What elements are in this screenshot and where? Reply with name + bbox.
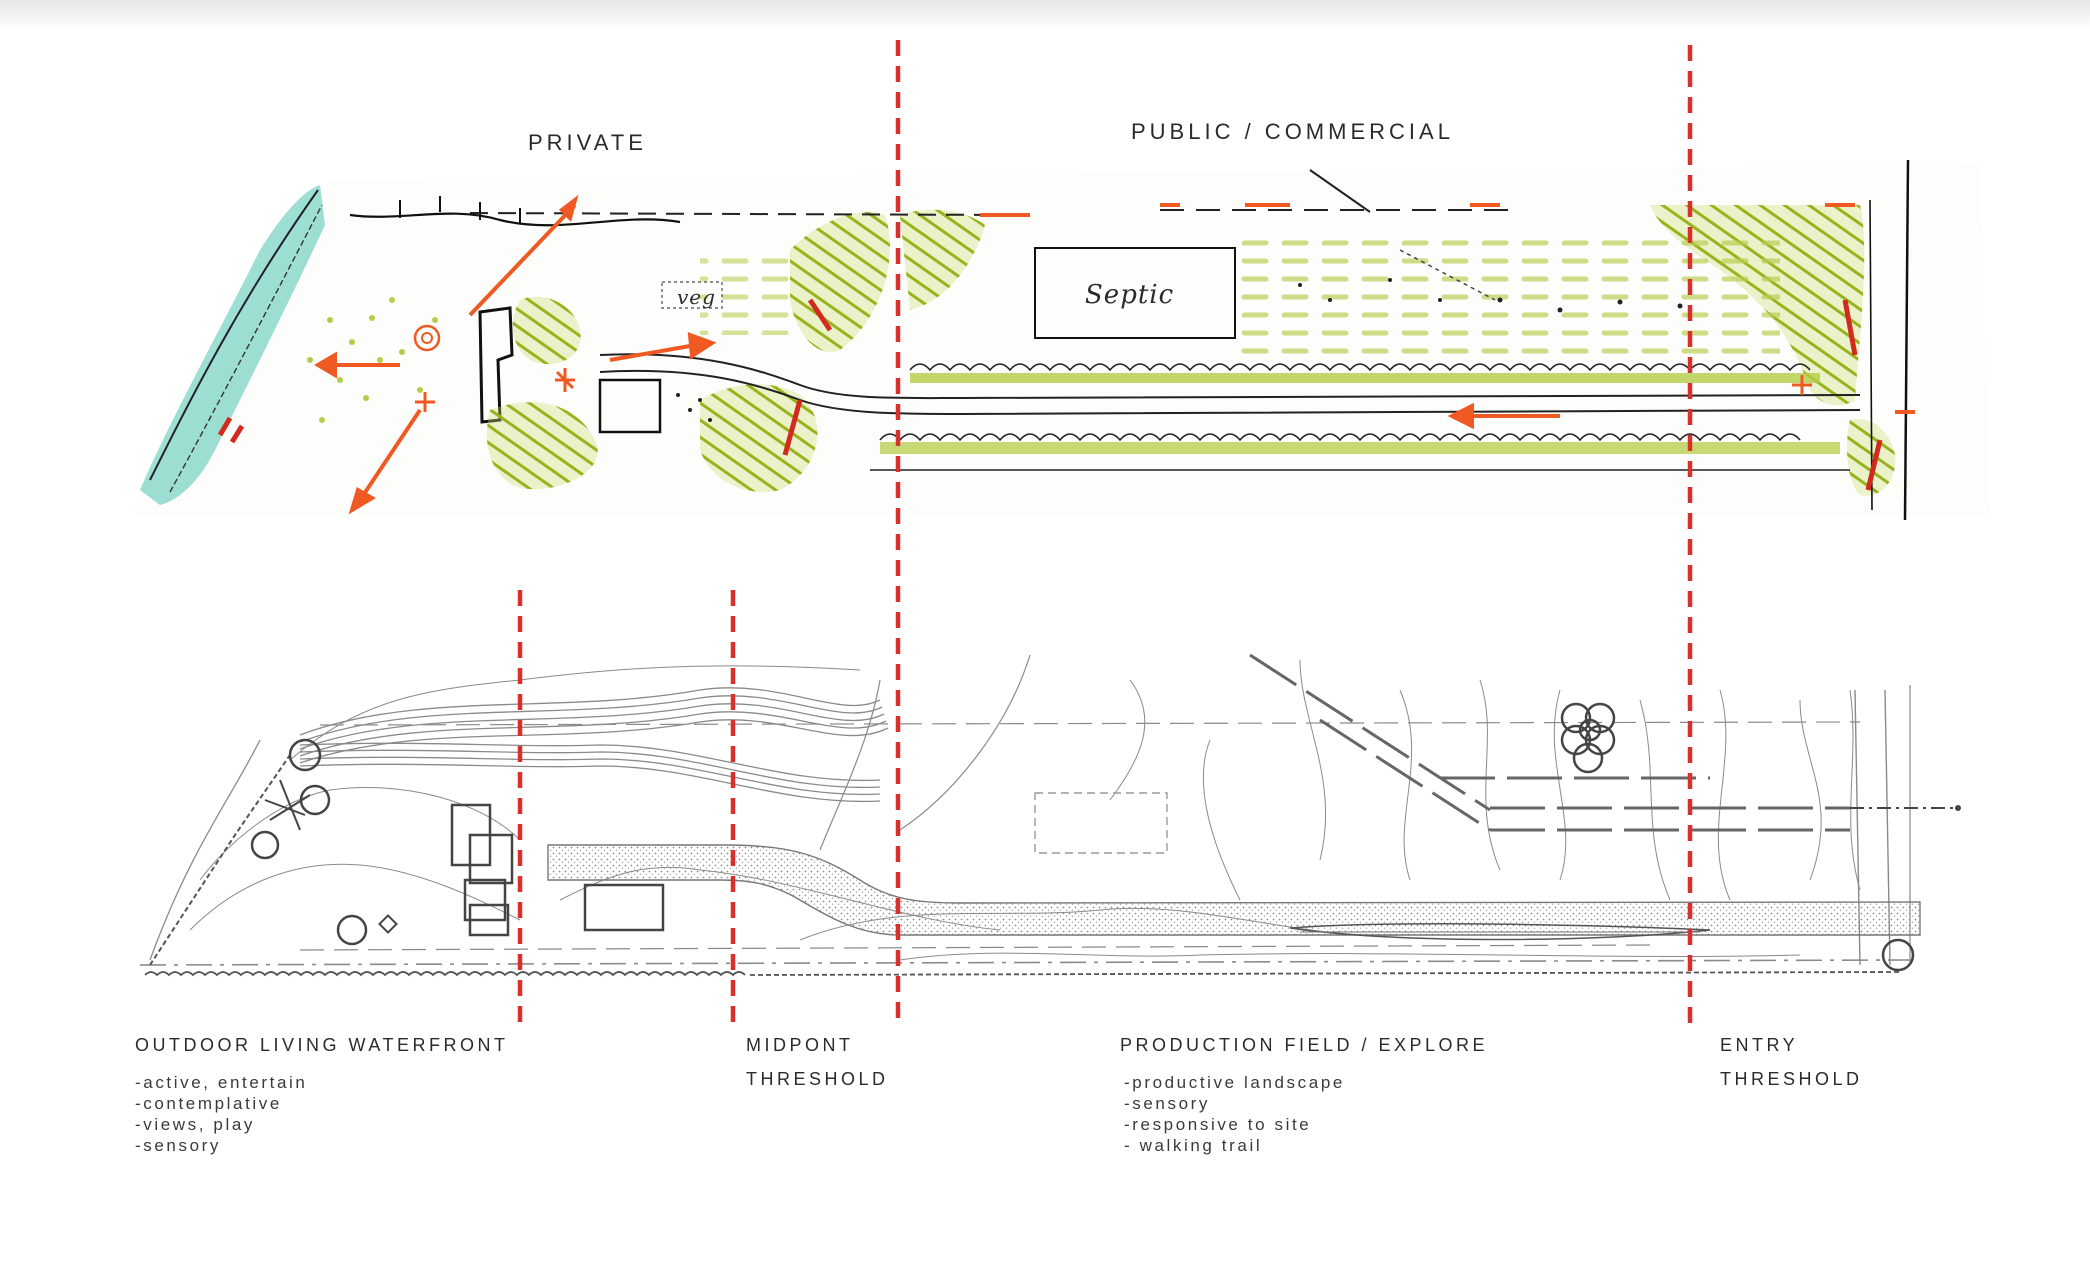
- septic-plan: [1034, 792, 1168, 854]
- list-item: -views, play: [135, 1115, 256, 1134]
- zone-label-private: PRIVATE: [528, 130, 647, 155]
- caption-midpoint-subtitle: THRESHOLD: [746, 1069, 889, 1089]
- list-item: - walking trail: [1124, 1136, 1263, 1155]
- driveway-sketch: [599, 353, 1861, 400]
- trees: [250, 702, 1915, 972]
- caption-outdoor-list: -active, entertain -contemplative -views…: [135, 1072, 307, 1156]
- red-marks: [217, 298, 1883, 491]
- house-sketch: [478, 306, 514, 424]
- driveway-plan: [547, 844, 1921, 936]
- caption-outdoor-title: OUTDOOR LIVING WATERFRONT: [135, 1035, 509, 1055]
- caption-entry-subtitle: THRESHOLD: [1720, 1069, 1863, 1089]
- site-sketch: [135, 159, 1990, 521]
- list-item: -contemplative: [135, 1094, 282, 1113]
- top-shadow: [0, 0, 2090, 30]
- caption-production-title: PRODUCTION FIELD / EXPLORE: [1120, 1035, 1489, 1055]
- caption-production-list: -productive landscape -sensory -responsi…: [1124, 1072, 1345, 1156]
- caption-entry-title: ENTRY: [1720, 1035, 1799, 1055]
- caption-midpoint-title: MIDPONT: [746, 1035, 854, 1055]
- list-item: -sensory: [1124, 1094, 1210, 1113]
- zone-label-public: PUBLIC / COMMERCIAL: [1131, 119, 1454, 144]
- sketch-note-septic: Septic: [1085, 280, 1175, 310]
- site-plan: [139, 653, 1961, 977]
- circulation-arrows: [314, 194, 1915, 515]
- list-item: -productive landscape: [1124, 1073, 1345, 1092]
- list-item: -responsive to site: [1124, 1115, 1312, 1134]
- sketch-note-veg: veg: [677, 285, 716, 309]
- threshold-lines: [517, 40, 1693, 1025]
- list-item: -active, entertain: [135, 1073, 308, 1092]
- house-footprint: [450, 803, 514, 937]
- shoreline-water: [140, 185, 325, 505]
- list-item: -sensory: [135, 1136, 221, 1155]
- septic-box: [1034, 247, 1236, 339]
- garage: [583, 883, 665, 932]
